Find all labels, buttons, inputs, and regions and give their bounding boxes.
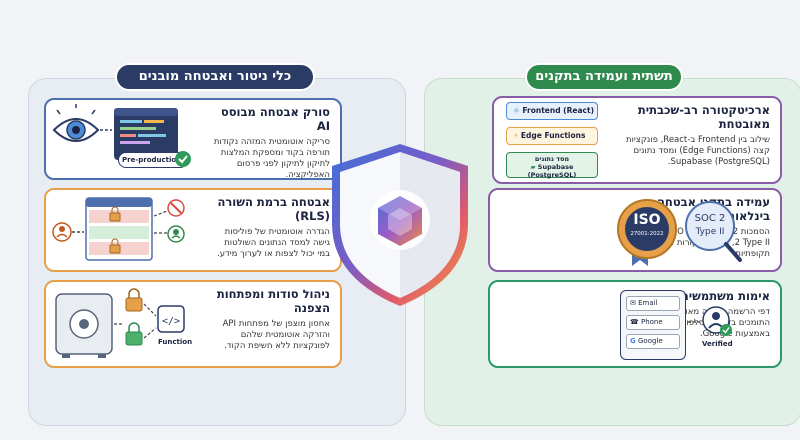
allowed-user-icon <box>167 225 185 243</box>
check-icon <box>720 324 732 336</box>
function-code-icon: </> <box>157 305 185 333</box>
database-layer-label-he: מסד נתונים <box>534 155 570 163</box>
check-icon <box>175 151 191 167</box>
iso-badge-icon <box>617 199 677 259</box>
lightning-icon: ⚡ <box>513 131 519 140</box>
mail-icon: ✉ <box>630 299 636 307</box>
blocked-user-icon <box>167 199 185 217</box>
rls-illustration <box>52 197 185 261</box>
iso-badge-label: ISO <box>633 212 661 228</box>
left-panel-banner: כלי ניטור ואבטחה מובנים <box>115 63 315 91</box>
auth-option-phone-label: Phone <box>640 318 663 326</box>
database-layer-label: Supabase (PostgreSQL) <box>527 163 577 179</box>
secrets-title: ניהול סודות ומפתחות הצפנה <box>216 287 330 315</box>
secrets-desc: אחסון מוצפן של מפתחות API והזרקה אוטומטי… <box>222 318 330 352</box>
center-shield-icon <box>332 144 468 306</box>
soc-badge-icon <box>685 201 742 262</box>
auth-option-email: ✉ Email <box>626 296 680 311</box>
function-label: Function <box>158 338 193 346</box>
vault-icon <box>55 293 113 358</box>
frontend-layer-label: Frontend (React) <box>522 106 594 115</box>
padlock-icon <box>125 288 143 346</box>
auth-option-email-label: Email <box>638 299 658 307</box>
secrets-illustration: </> <box>55 288 185 358</box>
frontend-layer: ⚛ Frontend (React) <box>506 102 598 120</box>
auth-option-google-label: Google <box>637 337 663 345</box>
edge-functions-layer: ⚡ Edge Functions <box>506 127 598 145</box>
verified-label: Verified <box>702 340 733 348</box>
rls-title: אבטחה ברמת השורה (RLS) <box>217 195 330 223</box>
ai-scanner-title: סורק אבטחה מבוסס AI <box>220 105 330 133</box>
ai-scanner-illustration <box>52 104 178 160</box>
lock-icon <box>109 206 121 254</box>
soc-badge-sub: Type II <box>695 227 725 237</box>
code-window-icon <box>114 108 178 160</box>
user-icon <box>52 222 72 242</box>
database-layer: מסד נתונים ▰ Supabase (PostgreSQL) <box>506 152 598 179</box>
auth-option-google: G Google <box>626 334 680 349</box>
soc-badge-label: SOC 2 <box>694 213 726 224</box>
google-icon: G <box>630 337 636 345</box>
rls-desc: הגדרה אוטומטית של פוליסות גישה למסד הנתו… <box>217 226 330 260</box>
react-icon: ⚛ <box>513 106 520 115</box>
database-table-icon <box>85 197 153 261</box>
ai-scanner-desc: סריקה אוטומטית המזהה נקודות תורפה בקוד ו… <box>213 136 330 181</box>
svg-text:</>: </> <box>162 316 180 327</box>
cube-logo-icon <box>370 190 430 250</box>
database-icon: ▰ <box>530 163 536 171</box>
phone-icon: ☎ <box>630 318 639 326</box>
iso-badge-sub: 27001:2022 <box>630 231 664 237</box>
architecture-title: ארכיטקטורה רב-שכבתית מאובטחת <box>637 103 770 131</box>
edge-functions-layer-label: Edge Functions <box>520 131 586 140</box>
architecture-desc: שילוב בין Frontend ב-React, פונקציות קצה… <box>625 134 770 168</box>
pre-production-label: Pre-production <box>122 156 182 164</box>
right-panel-banner: תשתית ועמידה בתקנים <box>525 63 683 91</box>
verified-user-illustration <box>688 306 732 336</box>
eye-icon <box>52 104 100 142</box>
auth-option-phone: ☎ Phone <box>626 315 680 330</box>
